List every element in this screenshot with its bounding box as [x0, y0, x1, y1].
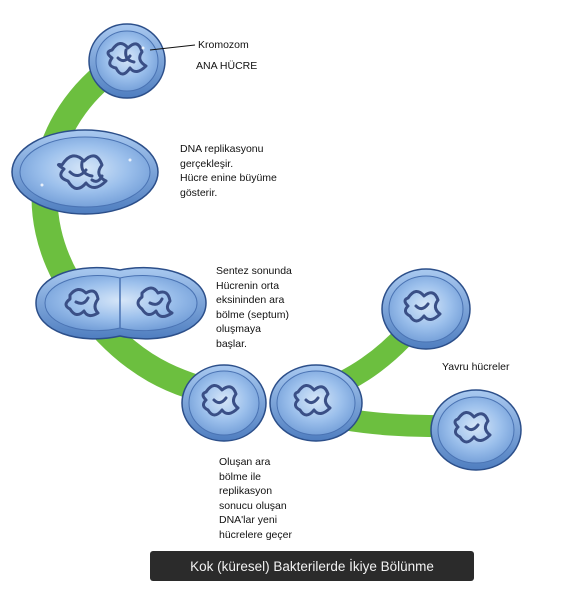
- mother-cell: [88, 23, 166, 99]
- chromosome-3a: [64, 288, 100, 318]
- label-step-septum: Sentez sonunda Hücrenin orta eksininden …: [216, 265, 292, 350]
- label-step-separation: Oluşan ara bölme ile replikasyon sonucu …: [219, 456, 292, 541]
- chromosome-2: [57, 154, 108, 190]
- dividing-cell: [35, 266, 207, 340]
- daughter-cell-lower: [430, 389, 522, 471]
- label-daughter-cells: Yavru hücreler: [442, 361, 510, 373]
- separated-pair: [181, 364, 363, 442]
- green-path: [31, 48, 471, 438]
- chromosome-4a: [201, 384, 240, 417]
- figure-caption: Kok (küresel) Bakterilerde İkiye Bölünme: [150, 551, 474, 581]
- chromosome-3b: [136, 286, 174, 318]
- chromosome-4b: [293, 384, 332, 417]
- elongated-cell: [11, 129, 159, 215]
- chromosome-pointer: [149, 44, 196, 51]
- chromosome-1: [106, 42, 148, 76]
- chromosome-5: [403, 290, 442, 323]
- label-mother-cell: ANA HÜCRE: [196, 60, 258, 72]
- chromosome-6: [453, 411, 492, 444]
- label-chromosome: Kromozom: [198, 39, 249, 51]
- label-step-replication: DNA replikasyonu gerçekleşir. Hücre enin…: [180, 143, 277, 199]
- daughter-cell-upper: [381, 268, 471, 350]
